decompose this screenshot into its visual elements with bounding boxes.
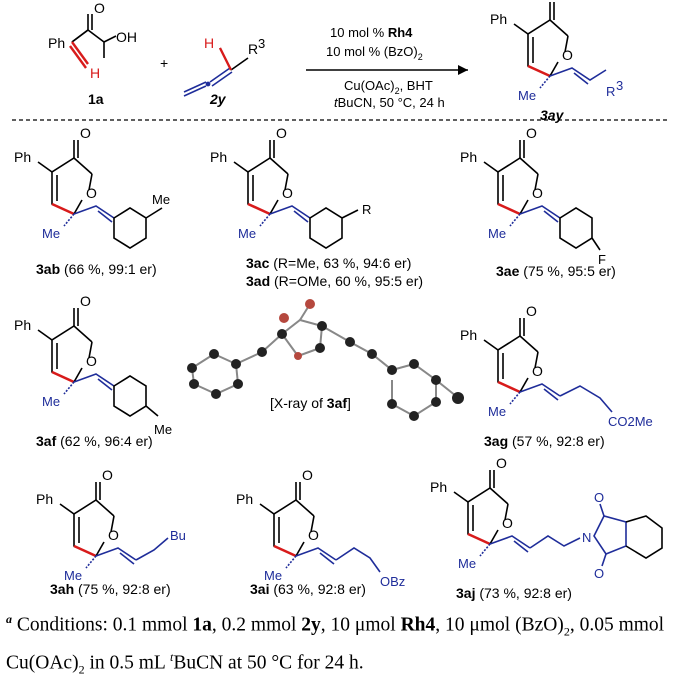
xray-caption: [X-ray of 3af] — [270, 395, 351, 411]
compound-3ae-me: Me — [488, 226, 506, 241]
product-3ay: Ph O O Me R 3 3ay — [490, 0, 623, 123]
compound-3ag-me: Me — [488, 404, 506, 419]
compound-3ae-o-ring: O — [532, 185, 543, 201]
compound-3af-ph: Ph — [14, 317, 31, 333]
compound-3ac-me: Me — [238, 226, 256, 241]
compound-3ac-ph: Ph — [210, 149, 227, 165]
compound-3ai-o-ring: O — [308, 527, 319, 543]
product-3ay-ph: Ph — [490, 11, 507, 27]
reaction-conditions: 10 mol % Rh4 10 mol % (BzO)2 Cu(OAc)2, B… — [306, 25, 468, 110]
compound-3ab-ph: Ph — [14, 149, 31, 165]
reactant-1a-oh: OH — [116, 29, 137, 45]
compound-3ae-ph: Ph — [460, 149, 477, 165]
compound-3ag: Ph O O Me CO2Me — [460, 303, 653, 429]
compound-3aj-o-bottom: O — [594, 566, 604, 581]
compound-3ah-substituent: Bu — [170, 528, 186, 543]
product-3ay-me: Me — [518, 88, 536, 103]
conditions-line4: tBuCN, 50 °C, 24 h — [334, 95, 445, 110]
reactant-1a-h: H — [90, 65, 100, 81]
compound-3aj-o-ring: O — [502, 515, 513, 531]
compound-3af-substituent: Me — [154, 422, 172, 437]
product-3ay-label: 3ay — [540, 107, 565, 123]
compound-3aj-o: O — [496, 455, 507, 471]
xray-structure — [187, 299, 464, 421]
product-3ay-o1: O — [556, 0, 567, 3]
footnote: a Conditions: 0.1 mmol 1a, 0.2 mmol 2y, … — [6, 612, 665, 677]
compound-3ae-o: O — [526, 125, 537, 141]
compound-3ai-me: Me — [264, 568, 282, 583]
compound-3ah-o: O — [102, 467, 113, 483]
reaction-scheme: Ph O OH H 1a + H R 3 2y 10 mol % Rh4 10 … — [12, 0, 668, 601]
compound-3aj: Ph O O Me N O O — [430, 455, 663, 581]
product-3ay-o2: O — [562, 47, 573, 63]
compound-3ag-o: O — [526, 303, 537, 319]
conditions-line3: Cu(OAc)2, BHT — [344, 78, 433, 96]
compound-3af: Ph O O Me Me — [14, 293, 172, 437]
reactant-2y-h: H — [204, 35, 214, 51]
reactant-1a-o: O — [94, 0, 105, 16]
caption-3ab: 3ab (66 %, 99:1 er) — [36, 261, 157, 277]
compound-3ab-substituent: Me — [152, 192, 170, 207]
compound-3ai-ph: Ph — [236, 491, 253, 507]
compound-3ac-o-ring: O — [282, 185, 293, 201]
compound-3aj-ph: Ph — [430, 479, 447, 495]
caption-3aj: 3aj (73 %, 92:8 er) — [456, 585, 572, 601]
compound-3ac-substituent: R — [362, 202, 371, 217]
caption-3ag: 3ag (57 %, 92:8 er) — [484, 433, 605, 449]
compound-3ab: Ph O O Me Me — [14, 125, 170, 249]
reactant-1a: Ph O OH H 1a — [48, 0, 137, 107]
compound-3ah-me: Me — [64, 568, 82, 583]
compound-3aj-o-top: O — [594, 490, 604, 505]
compound-3ai: Ph O O Me OBz — [236, 467, 405, 589]
compound-3ab-o-ring: O — [86, 185, 97, 201]
caption-3ah: 3ah (75 %, 92:8 er) — [50, 581, 171, 597]
compound-3af-me: Me — [42, 394, 60, 409]
compound-3ai-o: O — [302, 467, 313, 483]
reactant-1a-ph: Ph — [48, 35, 65, 51]
compound-3ac: Ph O O Me R — [210, 125, 371, 249]
caption-3ae: 3ae (75 %, 95:5 er) — [496, 263, 616, 279]
reactant-2y-label: 2y — [209, 91, 227, 107]
compound-3af-o-ring: O — [86, 353, 97, 369]
plus-sign: + — [160, 55, 168, 71]
compound-3ag-ph: Ph — [460, 327, 477, 343]
compound-3ai-substituent: OBz — [380, 574, 405, 589]
compound-3aj-n: N — [582, 530, 591, 545]
reactant-2y: H R 3 2y — [183, 35, 265, 107]
product-3ay-r: R — [606, 84, 615, 99]
conditions-line2: 10 mol % (BzO)2 — [326, 44, 423, 62]
compound-3aj-me: Me — [458, 556, 476, 571]
compound-3ae: Ph O O Me F — [460, 125, 606, 267]
compound-3ae-substituent: F — [598, 252, 606, 267]
caption-3ad: 3ad (R=OMe, 60 %, 95:5 er) — [246, 273, 423, 289]
caption-3ai: 3ai (63 %, 92:8 er) — [250, 581, 366, 597]
caption-3af: 3af (62 %, 96:4 er) — [36, 433, 153, 449]
product-3ay-r-sup: 3 — [616, 78, 623, 93]
caption-3ac: 3ac (R=Me, 63 %, 94:6 er) — [246, 255, 411, 271]
compound-3af-o: O — [80, 293, 91, 309]
reactant-2y-r-sup: 3 — [258, 36, 265, 51]
compound-3ag-substituent: CO2Me — [608, 414, 653, 429]
compound-3ag-o-ring: O — [532, 363, 543, 379]
compound-3ah: Ph O O Me Bu — [36, 467, 186, 583]
conditions-line1: 10 mol % Rh4 — [330, 25, 413, 40]
reactant-1a-label: 1a — [88, 91, 104, 107]
reactant-2y-r: R — [248, 41, 258, 57]
compound-3ab-o: O — [80, 125, 91, 141]
compound-3ah-o-ring: O — [108, 527, 119, 543]
compound-3ac-o: O — [276, 125, 287, 141]
compound-3ah-ph: Ph — [36, 491, 53, 507]
compound-3ab-me: Me — [42, 226, 60, 241]
